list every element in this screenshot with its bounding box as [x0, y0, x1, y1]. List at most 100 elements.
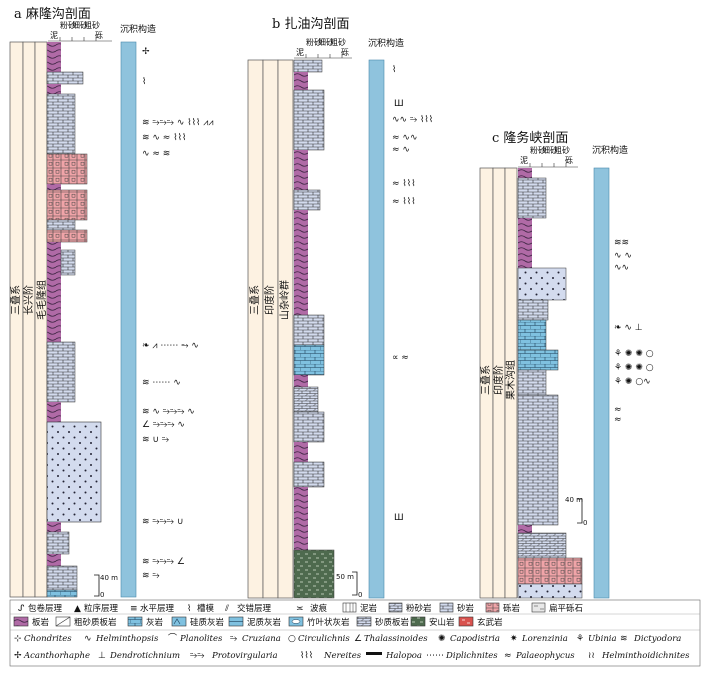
stage-label-c: 印度阶: [492, 365, 505, 395]
scale-b: 50 m: [336, 573, 354, 581]
svg-text:✢: ✢: [142, 47, 150, 57]
system-label-a: 三叠系: [10, 285, 22, 315]
formation-label-c: 果木沟组: [504, 360, 517, 400]
svg-text:⌇: ⌇: [392, 64, 396, 75]
svg-text:▲: ▲: [74, 604, 81, 614]
section-c-title: c 隆务峡剖面: [492, 130, 568, 146]
legend-ripple-mark: 波痕: [310, 603, 328, 614]
grain-header-a-fine: 细砂: [72, 20, 88, 30]
scale-zero-b: 0: [358, 591, 362, 599]
grain-header-a-gravel: 砾: [95, 30, 103, 40]
svg-text:❧ ⩘ ⋯⋯ ⥲ ∿: ❧ ⩘ ⋯⋯ ⥲ ∿: [142, 341, 199, 351]
legend-row-structures: ᔑ 包卷层理 ▲ 粒序层理 ≡ 水平层理 ⌇ 槽模 ⫽ 交错层理 ≍ 波痕 泥岩…: [18, 602, 583, 614]
svg-text:⊹: ⊹: [14, 634, 22, 644]
structure-header-c: 沉积构造: [592, 144, 628, 156]
stage-column-a: [22, 41, 36, 598]
svg-text:⚘ ✺ ○∿: ⚘ ✺ ○∿: [614, 377, 651, 387]
legend-siliceous-limestone: 硅质灰岩: [190, 617, 225, 628]
grain-header-a-silt: 粉砂: [60, 20, 76, 30]
formation-column-c: [504, 167, 518, 599]
grain-header-c-gravel: 砾: [565, 155, 573, 165]
grain-header-b-coarse: 粗砂: [330, 37, 346, 47]
legend-convolute-bedding: 包卷层理: [28, 603, 63, 614]
legend-acanthorhaphe: Acanthorhaphe: [23, 651, 90, 661]
svg-text:≈ ∿: ≈ ∿: [392, 145, 410, 155]
legend-thalassinoides: Thalassinoides: [364, 634, 428, 644]
legend-chondrites: Chondrites: [24, 634, 72, 644]
svg-text:≋ ∿ ≈ ⌇⌇⌇: ≋ ∿ ≈ ⌇⌇⌇: [142, 132, 186, 143]
svg-text:⌇⌇⌇: ⌇⌇⌇: [300, 650, 313, 661]
legend-palaeophycus: Palaeophycus: [515, 651, 575, 661]
section-b: b 扎油沟剖面 三叠系 印度阶 山杂岭群 泥 粉砂 细砂 粗砂 砾 沉积构造 5…: [247, 17, 433, 599]
svg-text:✺: ✺: [438, 634, 446, 644]
svg-text:≋ ⥲: ≋ ⥲: [142, 571, 160, 581]
trace-fossils-b: ⌇ Ш ∿∿ ⥲ ⌇⌇⌇ ≈ ∿∿ ≈ ∿ ≈ ⌇⌇⌇ ≈ ⌇⌇⌇ ∝ ≈ Ш: [392, 64, 433, 523]
legend-basalt: 玄武岩: [477, 617, 503, 628]
grain-header-b-mud: 泥: [296, 48, 304, 57]
svg-text:⋯⋯: ⋯⋯: [426, 651, 444, 661]
legend-siltstone: 粉砂岩: [406, 603, 432, 614]
svg-text:≈: ≈: [504, 651, 512, 661]
grain-header-b-gravel: 砾: [341, 47, 349, 57]
legend-circulichnis: Circulichnis: [298, 634, 350, 644]
legend-wormkalk-limestone: 竹叶状灰岩: [307, 617, 350, 628]
legend-halopoa: Halopoa: [385, 651, 422, 661]
structure-column-a: [120, 41, 137, 598]
svg-text:≈: ≈: [614, 405, 622, 415]
legend-argillaceous-limestone: 泥质灰岩: [247, 617, 282, 628]
legend-row-traces-2: ✢ Acanthorhaphe ⊥ Dendrotichnium ⥲⥲ Prot…: [14, 650, 690, 661]
grain-header-c-mud: 泥: [520, 156, 528, 165]
svg-text:∝ ≈: ∝ ≈: [392, 353, 409, 363]
legend-protovirgularia: Protovirgularia: [211, 651, 278, 661]
grain-header-c-silt: 粉砂: [530, 145, 546, 155]
svg-text:⚘: ⚘: [576, 634, 584, 644]
svg-text:Ш: Ш: [394, 513, 404, 523]
section-a: a 麻隆沟剖面 三叠系 长兴阶 毛毛隆组 泥 粉砂 细砂 粗砂 砾 沉积构造: [9, 7, 213, 599]
formation-label-a: 毛毛隆组: [35, 280, 48, 320]
grain-header-b-silt: 粉砂: [306, 37, 322, 47]
legend-nereites: Nereites: [323, 651, 362, 661]
system-label-c: 三叠系: [480, 365, 492, 395]
scale-zero-c: 0: [583, 519, 587, 527]
svg-text:⚘ ✺ ✺ ○: ⚘ ✺ ✺ ○: [614, 363, 654, 373]
system-label-b: 三叠系: [249, 285, 261, 315]
svg-text:≈ ⌇⌇⌇: ≈ ⌇⌇⌇: [392, 196, 416, 207]
svg-text:∠: ∠: [354, 634, 362, 644]
svg-text:≈ ∿∿: ≈ ∿∿: [392, 133, 417, 143]
structure-header-a: 沉积构造: [120, 23, 156, 35]
stage-column-b: [262, 59, 279, 599]
legend-row-traces-1: ⊹ Chondrites ∿ Helminthopsis ⌒ Planolite…: [14, 633, 681, 644]
svg-text:⫽: ⫽: [224, 604, 229, 614]
formation-column-b: [277, 59, 294, 599]
legend-limestone: 灰岩: [146, 617, 164, 628]
legend-planolites: Planolites: [179, 634, 223, 644]
svg-text:≋ ⥲⥲⥲ ∠: ≋ ⥲⥲⥲ ∠: [142, 557, 185, 567]
svg-text:⥲⥲: ⥲⥲: [190, 651, 204, 661]
svg-text:≋ ∿ ⥲⥲⥲ ∿: ≋ ∿ ⥲⥲⥲ ∿: [142, 407, 195, 417]
stage-label-b: 印度阶: [263, 285, 276, 315]
section-c: c 隆务峡剖面 三叠系 印度阶 果木沟组 泥 粉砂 细砂 粗砂 砾 沉积构造 4…: [479, 130, 654, 599]
grain-header-c-coarse: 粗砂: [554, 145, 570, 155]
legend-coarse-sandy-slate: 粗砂质板岩: [74, 617, 117, 628]
svg-text:⥲: ⥲: [230, 634, 237, 644]
legend-slate: 板岩: [32, 617, 50, 628]
svg-text:≈: ≈: [614, 415, 622, 425]
legend-flat-pebble: 扁平砾石: [549, 603, 583, 614]
grain-header-b-fine: 细砂: [318, 37, 334, 47]
trace-fossils-c: ≋≋ ∿ ∿ ∿∿ ❧ ∿ ⊥ ⚘ ✺ ✺ ○ ⚘ ✺ ✺ ○ ⚘ ✺ ○∿ ≈…: [614, 238, 654, 425]
svg-text:≋ ⋯⋯ ∿: ≋ ⋯⋯ ∿: [142, 378, 181, 388]
system-column-a: [9, 41, 24, 598]
svg-text:∿∿: ∿∿: [614, 263, 629, 273]
trace-fossils-a: ✢ ⌇ ≋ ⥲⥲⥲ ∿ ⌇⌇⌇ ⩘⩘ ≋ ∿ ≈ ⌇⌇⌇ ∿ ≈ ≋ ❧ ⩘ ⋯…: [142, 47, 213, 581]
legend-mudstone: 泥岩: [360, 603, 378, 614]
section-b-title: b 扎油沟剖面: [272, 17, 349, 32]
structure-column-c: [593, 167, 610, 599]
legend-lorenzinia: Lorenzinia: [521, 634, 568, 644]
legend-dictyodora: Dictyodora: [633, 634, 681, 644]
svg-text:≋ ⥲⥲⥲ ∪: ≋ ⥲⥲⥲ ∪: [142, 517, 183, 527]
legend-dendrotichnium: Dendrotichnium: [109, 651, 180, 661]
section-a-title: a 麻隆沟剖面: [14, 7, 91, 22]
structure-header-b: 沉积构造: [368, 37, 404, 49]
legend-sandy-slate: 砂质板岩: [375, 617, 410, 628]
svg-text:≡: ≡: [130, 604, 138, 614]
